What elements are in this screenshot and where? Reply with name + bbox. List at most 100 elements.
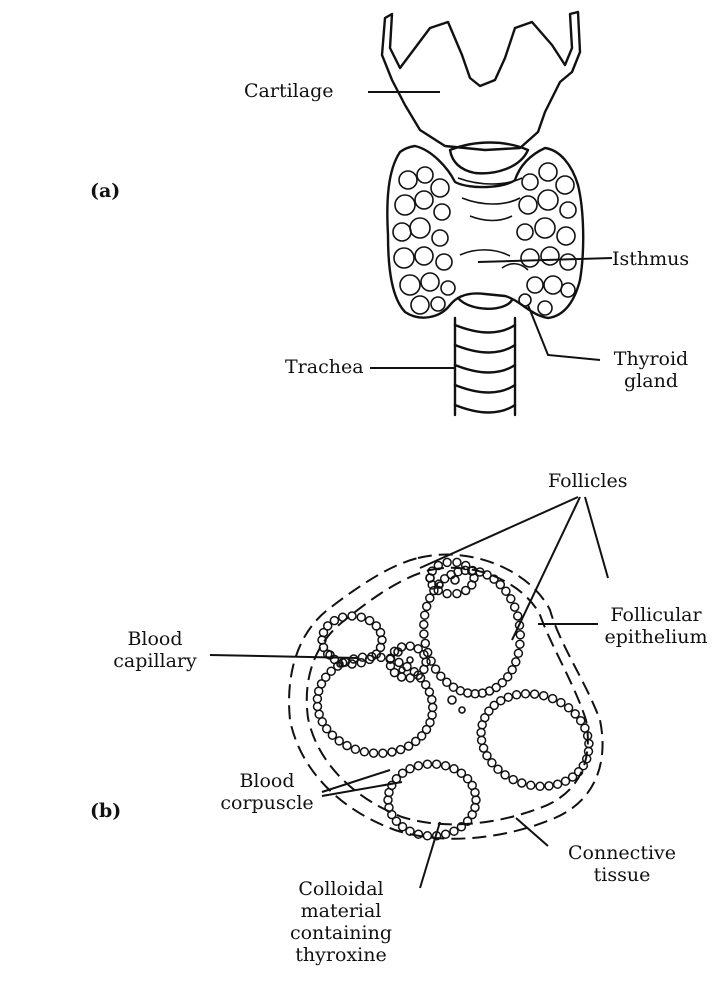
follicle-cell (581, 724, 589, 732)
follicle-cell (480, 744, 488, 752)
follicle-cell (494, 765, 502, 773)
follicle-cell (472, 796, 480, 804)
trachea-shape (455, 298, 515, 415)
label-cartilage: Cartilage (244, 80, 333, 102)
label-isthmus: Isthmus (612, 248, 689, 270)
follicle-cell (426, 594, 434, 602)
label-thyroid-gland: Thyroid gland (605, 348, 697, 392)
label-connective-line1: Connective (560, 842, 684, 864)
follicle-cell (423, 760, 431, 768)
follicle-cell (577, 717, 585, 725)
follicle-cell (357, 613, 365, 621)
follicle-cell (471, 789, 479, 797)
follicle-cell (335, 737, 343, 745)
follicle-cell (351, 745, 359, 753)
follicle-cell (350, 655, 358, 663)
follicle-cell (450, 765, 458, 773)
follicle-cell (549, 695, 557, 703)
follicle-cell (339, 613, 347, 621)
label-follicular-line2: epithelium (598, 626, 714, 648)
follicle-cell (421, 611, 429, 619)
follicle-cell (414, 762, 422, 770)
follicle-cell (443, 558, 451, 566)
follicle-cell (357, 659, 365, 667)
label-colloidal-material: Colloidal material containing thyroxine (278, 878, 404, 966)
follicle-cell (462, 587, 470, 595)
follicle-cell (545, 782, 553, 790)
follicle-cell (513, 691, 521, 699)
follicle-cell (483, 752, 491, 760)
follicle-cell (343, 742, 351, 750)
follicle-cell (379, 749, 387, 757)
follicle-cell (571, 710, 579, 718)
label-connective-tissue: Connective tissue (560, 842, 684, 886)
panel-b-tag: (b) (90, 800, 121, 822)
label-blood-capillary: Blood capillary (103, 628, 207, 672)
follicle-cell (477, 729, 485, 737)
label-colloid-line1: Colloidal (278, 878, 404, 900)
follicle-cell (509, 776, 517, 784)
label-blood-capillary-line2: capillary (103, 650, 207, 672)
follicle-cell (516, 631, 524, 639)
follicle-cell (507, 595, 515, 603)
follicle-cell (429, 703, 437, 711)
follicle-cell (501, 771, 509, 779)
follicle-cell (497, 697, 505, 705)
follicle-cell (330, 617, 338, 625)
label-follicular-line1: Follicular (598, 604, 714, 626)
label-follicles: Follicles (548, 470, 628, 492)
follicle-cell (378, 636, 386, 644)
follicle-cell (420, 630, 428, 638)
follicle-cell (536, 782, 544, 790)
follicle-cell (421, 639, 429, 647)
follicle-cell (432, 665, 440, 673)
follicle-cell (453, 590, 461, 598)
follicle-cell (405, 742, 413, 750)
follicle-cell (370, 749, 378, 757)
follicle-cell (562, 777, 570, 785)
follicle-cell (478, 736, 486, 744)
follicle-cell (488, 759, 496, 767)
label-thyroid-line2: gland (605, 370, 697, 392)
follicle-cell (443, 590, 451, 598)
follicle-cell (512, 658, 520, 666)
follicle-cell (425, 688, 433, 696)
follicle-cell (397, 746, 405, 754)
follicle-cell (406, 765, 414, 773)
follicle-cell (420, 621, 428, 629)
label-blood-corpuscle: Blood corpuscle (215, 770, 319, 814)
follicle-cell (414, 830, 422, 838)
leaders-a (368, 92, 612, 368)
label-blood-corpuscle-line2: corpuscle (215, 792, 319, 814)
follicle-cell (565, 704, 573, 712)
follicle-cell (360, 748, 368, 756)
label-thyroid-line1: Thyroid (605, 348, 697, 370)
label-blood-corpuscle-line1: Blood (215, 770, 319, 792)
follicle-cell (450, 827, 458, 835)
follicle-cell (453, 558, 461, 566)
follicle-cell (384, 796, 392, 804)
follicle-rings (313, 558, 593, 839)
follicle-cell (395, 658, 403, 666)
follicle-cell (423, 602, 431, 610)
thyroid-texture (393, 163, 576, 315)
follicle-cell (399, 769, 407, 777)
follicle-cell (540, 692, 548, 700)
follicle-cell (385, 804, 393, 812)
follicle-cell (377, 629, 385, 637)
follicle-cell (522, 690, 530, 698)
label-colloid-line4: thyroxine (278, 944, 404, 966)
label-connective-line2: tissue (560, 864, 684, 886)
follicle-cell (433, 760, 441, 768)
label-follicular-epithelium: Follicular epithelium (598, 604, 714, 648)
label-colloid-line2: material (278, 900, 404, 922)
follicle-cell (527, 781, 535, 789)
panel-a-tag: (a) (90, 180, 120, 202)
follicle-cell (504, 693, 512, 701)
follicle-cell (585, 740, 593, 748)
follicle-cell (406, 642, 414, 650)
cricoid-band (450, 143, 528, 174)
follicle-cell (514, 612, 522, 620)
label-colloid-line3: containing (278, 922, 404, 944)
